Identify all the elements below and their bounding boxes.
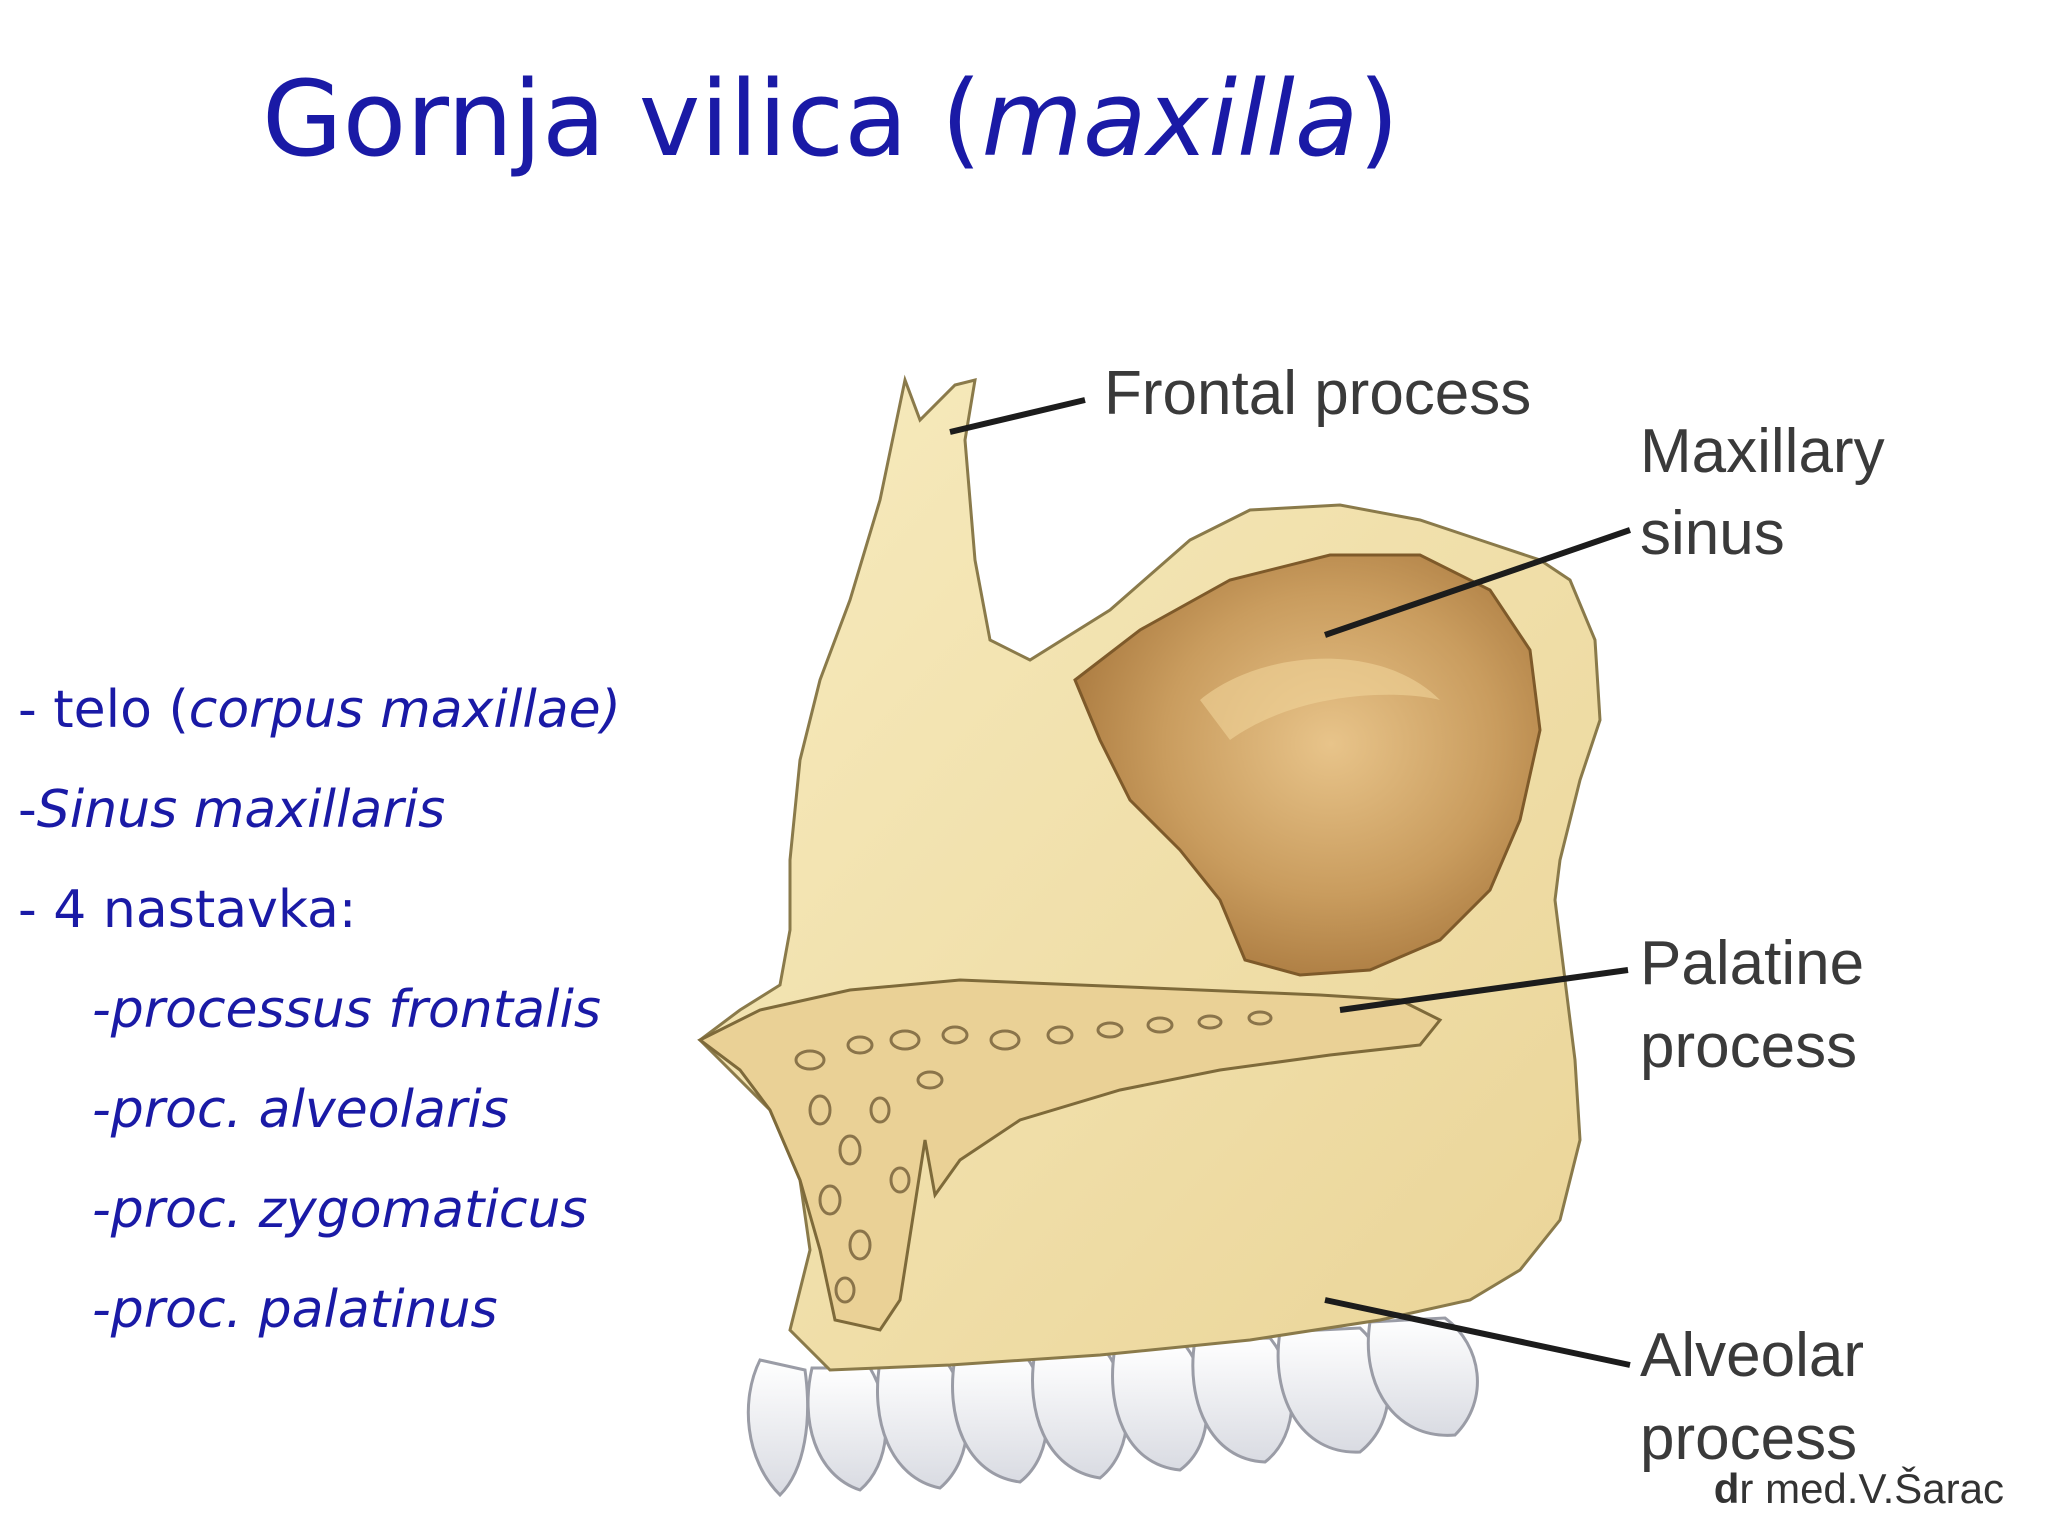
leader-lines bbox=[949, 397, 1631, 1368]
bullet-sinus: -Sinus maxillaris bbox=[18, 780, 446, 840]
bullet-proc-zygomaticus: -proc. zygomaticus bbox=[92, 1180, 588, 1240]
label-alveolar-process-line1: Alveolar bbox=[1640, 1321, 1864, 1390]
tooth bbox=[1366, 1316, 1479, 1437]
bullet-nastavka: - 4 nastavka: bbox=[18, 880, 357, 940]
author-credit: dr med.V.Šarac bbox=[1713, 1465, 2004, 1512]
tooth bbox=[746, 1358, 810, 1498]
title-close: ) bbox=[1358, 58, 1400, 180]
page-title: Gornja vilica (maxilla) bbox=[262, 62, 1399, 176]
title-main: Gornja vilica ( bbox=[262, 58, 982, 180]
bullet-proc-alveolaris: -proc. alveolaris bbox=[92, 1080, 509, 1140]
maxillary-sinus-cavity bbox=[1073, 553, 1542, 977]
label-palatine-process-line1: Palatine bbox=[1640, 929, 1865, 998]
bullet-proc-palatinus: -proc. palatinus bbox=[92, 1280, 498, 1340]
tooth bbox=[806, 1366, 888, 1492]
sinus-highlight bbox=[1200, 658, 1440, 740]
title-italic: maxilla bbox=[981, 58, 1359, 180]
leader-frontal bbox=[949, 397, 1086, 435]
bullet-telo: - telo (corpus maxillae) bbox=[18, 680, 621, 740]
leader-palatine bbox=[1339, 967, 1629, 1013]
label-maxillary-sinus-line1: Maxillary bbox=[1640, 417, 1885, 486]
leader-alveolar bbox=[1324, 1297, 1631, 1368]
label-maxillary-sinus-line2: sinus bbox=[1640, 499, 1785, 568]
palatine-process-shelf bbox=[697, 978, 1443, 1332]
spongy-bone-texture bbox=[794, 1010, 1273, 1304]
label-palatine-process-line2: process bbox=[1640, 1012, 1858, 1081]
bullet-processus-frontalis: -processus frontalis bbox=[92, 980, 602, 1040]
teeth bbox=[746, 1316, 1479, 1498]
label-alveolar-process-line2: process bbox=[1640, 1404, 1858, 1473]
label-frontal-process: Frontal process bbox=[1104, 359, 1532, 428]
leader-sinus bbox=[1324, 527, 1631, 638]
